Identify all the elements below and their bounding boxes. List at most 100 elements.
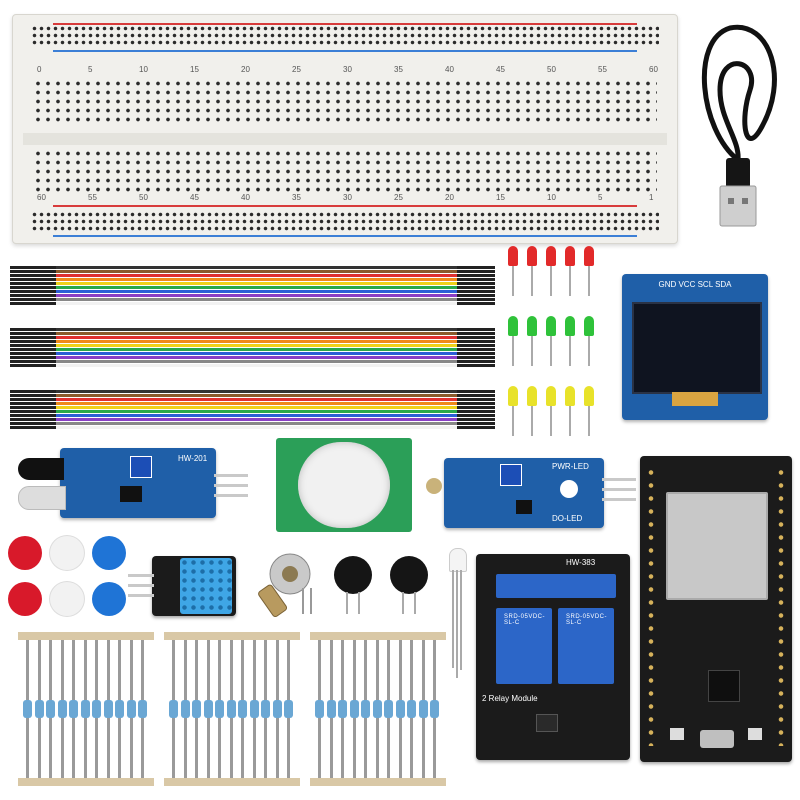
resistor-body — [126, 700, 136, 718]
connector-pin — [457, 422, 495, 425]
buzzer-2 — [390, 556, 428, 594]
resistor — [261, 640, 270, 778]
resistor-body — [69, 700, 78, 718]
header-pin — [128, 584, 154, 587]
center-channel — [23, 133, 667, 145]
connector-pin — [10, 294, 56, 297]
jumper-wire — [54, 290, 459, 293]
connector-pin — [10, 410, 56, 413]
relay-text: SRD-05VDC-SL-C — [566, 614, 608, 626]
led-leg — [569, 406, 571, 436]
resistor-tape — [310, 632, 446, 640]
resistor — [138, 640, 147, 778]
led-red — [546, 246, 556, 266]
column-number: 45 — [496, 65, 505, 74]
connector-pin — [10, 282, 56, 285]
power-rail-top — [31, 25, 659, 47]
mounting-hole — [560, 480, 578, 498]
resistor — [46, 640, 55, 778]
resistor — [92, 640, 101, 778]
resistor — [192, 640, 201, 778]
button-cap-red — [8, 582, 42, 616]
oled-pin-label: GND VCC SCL SDA — [658, 280, 732, 289]
resistor-tape — [164, 632, 300, 640]
resistor — [361, 640, 370, 778]
jumper-wire-bundle-3 — [10, 386, 495, 436]
resistor — [169, 640, 178, 778]
connector-pin — [457, 270, 495, 273]
relay-board-label: HW-383 — [566, 558, 596, 567]
connector-pin — [10, 364, 56, 367]
column-number: 60 — [649, 65, 658, 74]
resistor-body — [203, 700, 213, 718]
header-pin — [602, 498, 636, 501]
column-number: 35 — [292, 193, 301, 202]
light-sensor-module: PWR-LED DO-LED — [444, 458, 604, 528]
connector-pin — [10, 340, 56, 343]
connector-pin — [457, 274, 495, 277]
resistor — [238, 640, 247, 778]
resistor-body — [284, 700, 293, 718]
rail-line-blue — [53, 50, 637, 52]
resistor-body — [430, 700, 439, 718]
resistor-body — [272, 700, 282, 718]
resistor-tape — [164, 778, 300, 786]
resistor-body — [169, 700, 178, 718]
rgb-led — [449, 548, 467, 572]
led-leg — [456, 570, 458, 678]
column-number: 20 — [241, 65, 250, 74]
connector-pin — [10, 290, 56, 293]
jumper-wire — [54, 402, 459, 405]
resistor-body — [395, 700, 405, 718]
connector-pin — [457, 344, 495, 347]
column-number: 25 — [394, 193, 403, 202]
jumper-wire — [54, 422, 459, 425]
resistor-body — [115, 700, 124, 718]
buzzer-1 — [334, 556, 372, 594]
chip — [120, 486, 142, 502]
connector-pin — [457, 278, 495, 281]
potentiometer — [130, 456, 152, 478]
column-number: 50 — [139, 193, 148, 202]
jumper-wire — [54, 356, 459, 359]
rail-line-blue — [53, 235, 637, 237]
column-number: 40 — [445, 65, 454, 74]
resistor-tape — [18, 778, 154, 786]
resistor — [180, 640, 190, 778]
resistor-body — [23, 700, 32, 718]
led-yellow — [584, 386, 594, 406]
buzzer-leg — [414, 592, 416, 614]
buzzer-leg — [402, 592, 404, 614]
resistor-tape — [310, 778, 446, 786]
ir-emitter — [18, 458, 64, 480]
resistor-body — [92, 700, 101, 718]
connector-pin — [457, 286, 495, 289]
connector-pin — [10, 356, 56, 359]
oled-screen — [632, 302, 762, 394]
connector-pin — [457, 394, 495, 397]
led-leg — [452, 570, 454, 668]
resistor — [284, 640, 293, 778]
jumper-wire — [54, 294, 459, 297]
connector-pin — [10, 348, 56, 351]
led-leg — [569, 336, 571, 366]
jumper-wire — [54, 278, 459, 281]
resistor — [34, 640, 44, 778]
header-pin — [602, 488, 636, 491]
led-yellow — [565, 386, 575, 406]
jumper-wire — [54, 270, 459, 273]
led-green — [584, 316, 594, 336]
connector-pin — [457, 364, 495, 367]
resistor — [395, 640, 405, 778]
resistor — [249, 640, 259, 778]
connector-pin — [10, 426, 56, 429]
jumper-wire — [54, 390, 459, 393]
resistor-body — [372, 700, 382, 718]
jumper-wire — [54, 426, 459, 429]
connector-pin — [10, 278, 56, 281]
boot-button — [670, 728, 684, 740]
hole-grid-top — [33, 79, 657, 125]
resistor — [126, 640, 136, 778]
connector-pin — [10, 390, 56, 393]
